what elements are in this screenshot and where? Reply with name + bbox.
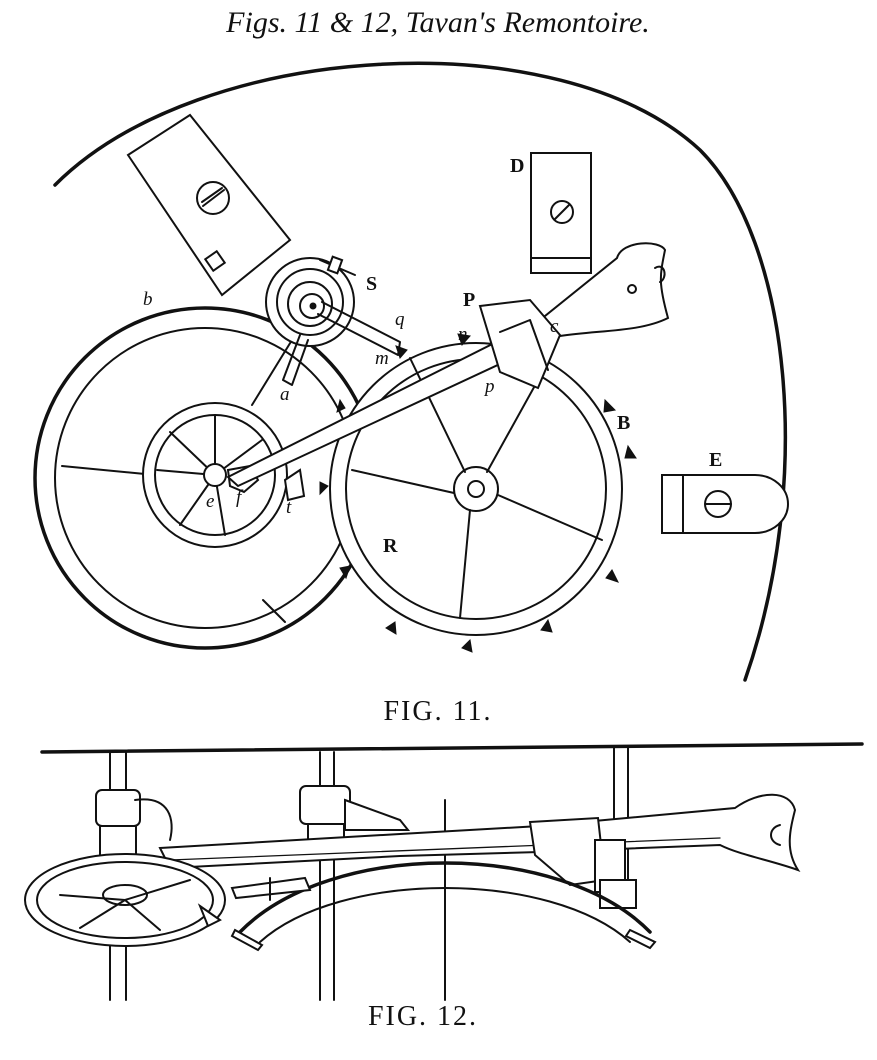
fig11-labels: b S D P q n m a p c B E R e f t <box>143 155 722 557</box>
label-m: m <box>375 348 389 369</box>
lever-side <box>158 793 801 909</box>
plate-edge-arc <box>53 61 788 682</box>
label-f: f <box>236 487 244 508</box>
label-b: b <box>143 289 153 310</box>
label-t: t <box>286 497 292 518</box>
fig12-diagram <box>24 742 864 1001</box>
label-a: a <box>280 384 290 405</box>
label-e-small: e <box>206 491 214 512</box>
label-q: q <box>395 309 405 330</box>
label-p-upper: P <box>463 289 475 311</box>
figure-title: Figs. 11 & 12, Tavan's Remontoire. <box>225 6 650 39</box>
inner-wheel <box>142 402 306 548</box>
label-r: R <box>383 535 398 557</box>
label-n: n <box>458 324 468 345</box>
cock-block-top-left <box>126 113 292 297</box>
small-wheel-side <box>24 853 226 947</box>
spring-s <box>265 255 401 386</box>
fig11-diagram: b S D P q n m a p c B E R e f t <box>33 61 789 682</box>
fig12-caption: FIG. 12. <box>368 1001 478 1032</box>
label-c: c <box>550 316 559 337</box>
label-e-block: E <box>709 449 722 471</box>
escape-wheel-side <box>230 861 657 952</box>
label-p-lower: p <box>483 376 495 397</box>
label-b-wheel: B <box>617 412 630 434</box>
label-d: D <box>510 155 524 177</box>
escape-wheel-b <box>319 333 637 653</box>
block-d <box>530 152 592 274</box>
fig11-caption: FIG. 11. <box>383 696 492 727</box>
block-e <box>661 474 789 534</box>
label-s: S <box>366 273 377 295</box>
lever-arm <box>226 242 670 488</box>
top-plate-line <box>40 742 864 754</box>
